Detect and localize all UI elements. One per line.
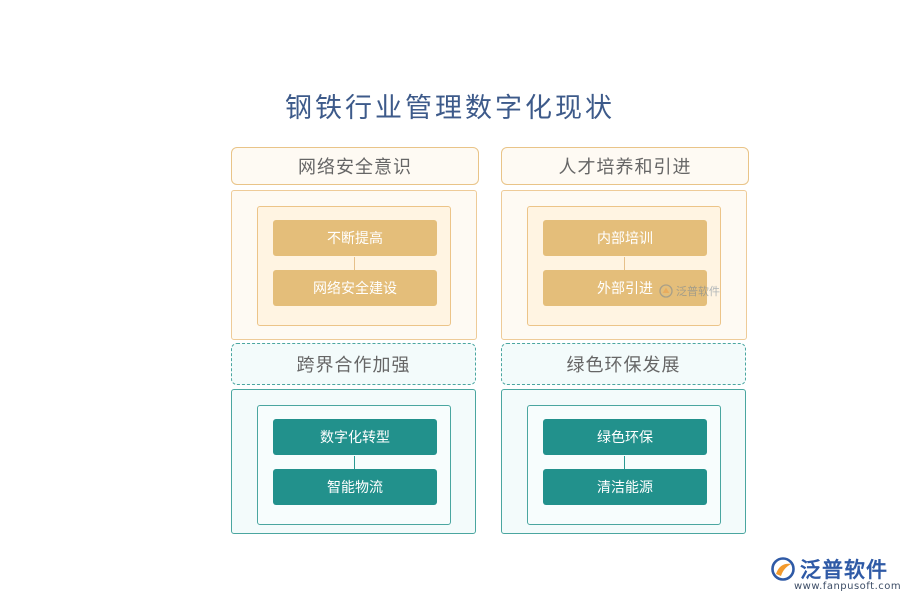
- section-panel-network-security: 不断提高 网络安全建设: [231, 190, 477, 340]
- connector-line: [624, 257, 625, 275]
- brand-logo-url: www.fanpusoft.com: [794, 581, 900, 592]
- connector-line: [354, 456, 355, 474]
- item-digital-transformation: 数字化转型: [273, 419, 437, 455]
- section-inner-box: 内部培训 外部引进: [527, 206, 721, 326]
- watermark-text: 泛普软件: [676, 285, 720, 298]
- section-panel-cross-border: 数字化转型 智能物流: [231, 389, 476, 534]
- section-inner-box: 绿色环保 清洁能源: [527, 405, 721, 525]
- section-heading-cross-border: 跨界合作加强: [231, 343, 476, 385]
- item-continuous-improvement: 不断提高: [273, 220, 437, 256]
- brand-logo-text: 泛普软件: [800, 558, 888, 582]
- brand-logo-icon: [771, 557, 795, 581]
- connector-line: [354, 257, 355, 275]
- item-green-environment: 绿色环保: [543, 419, 707, 455]
- section-heading-talent: 人才培养和引进: [501, 147, 749, 185]
- item-network-security-construction: 网络安全建设: [273, 270, 437, 306]
- section-inner-box: 不断提高 网络安全建设: [257, 206, 451, 326]
- section-panel-talent: 内部培训 外部引进: [501, 190, 747, 340]
- item-external-recruitment: 外部引进: [543, 270, 707, 306]
- brand-logo: 泛普软件: [770, 554, 888, 584]
- connector-line: [624, 456, 625, 474]
- watermark-logo-icon: [659, 284, 673, 298]
- section-inner-box: 数字化转型 智能物流: [257, 405, 451, 525]
- section-heading-green: 绿色环保发展: [501, 343, 746, 385]
- section-panel-green: 绿色环保 清洁能源: [501, 389, 746, 534]
- item-clean-energy: 清洁能源: [543, 469, 707, 505]
- section-heading-network-security: 网络安全意识: [231, 147, 479, 185]
- item-internal-training: 内部培训: [543, 220, 707, 256]
- page-title: 钢铁行业管理数字化现状: [285, 93, 615, 124]
- watermark: 泛普软件: [658, 283, 720, 299]
- item-smart-logistics: 智能物流: [273, 469, 437, 505]
